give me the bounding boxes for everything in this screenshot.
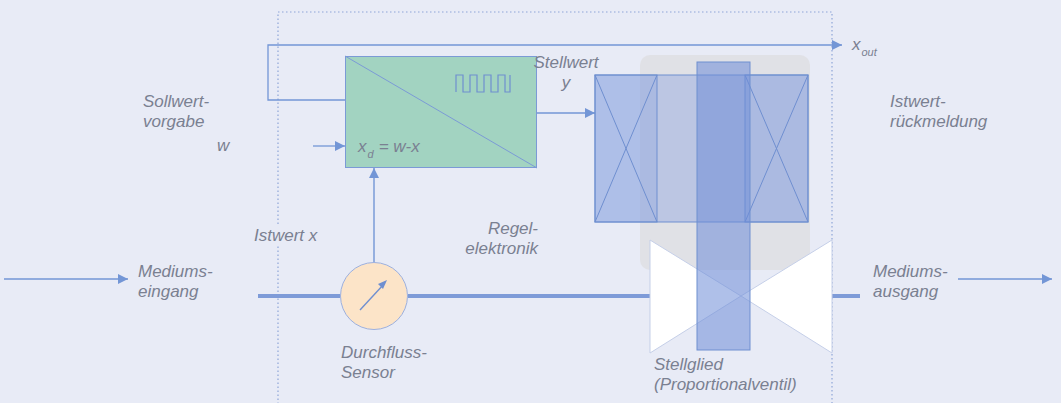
node-label: Stellglied (Proportionalventil) bbox=[652, 355, 826, 395]
controller-box: xd= w-xRegel- elektronik bbox=[345, 56, 537, 168]
signal-label: x bbox=[852, 35, 861, 55]
signal-label: Sollwert- vorgabe bbox=[143, 92, 223, 132]
needle-head bbox=[378, 280, 387, 289]
pipe bbox=[595, 294, 650, 298]
signal-label: out bbox=[862, 42, 877, 62]
node-label: x bbox=[358, 137, 367, 157]
signal-connector bbox=[537, 112, 595, 113]
coil-cross bbox=[595, 75, 657, 222]
flow-sensor-circle: Durchfluss- Sensor bbox=[340, 262, 408, 330]
device-boundary bbox=[278, 12, 832, 403]
coil-cross bbox=[745, 75, 808, 222]
text-group: xout bbox=[852, 35, 877, 56]
pipe bbox=[832, 294, 860, 298]
pipe bbox=[258, 294, 340, 298]
signal-label: w bbox=[217, 136, 229, 156]
pipe-connector bbox=[408, 294, 595, 298]
node-label: d bbox=[368, 144, 374, 164]
coil-right bbox=[745, 75, 808, 222]
setpoint-arrow bbox=[313, 145, 345, 146]
valve-stem bbox=[697, 62, 750, 350]
controller-art bbox=[345, 56, 537, 168]
outflow-arrow bbox=[958, 278, 1052, 279]
signal-label: Istwert- rückmeldung bbox=[890, 92, 1002, 132]
proportional-valve: Stellglied (Proportionalventil) bbox=[595, 60, 835, 400]
diagonal-line bbox=[345, 56, 537, 168]
edge-label: Stellwert y bbox=[530, 53, 602, 93]
text-group: xd= w-x bbox=[358, 137, 420, 158]
signal-connector bbox=[373, 168, 374, 262]
pwm-symbol bbox=[456, 75, 510, 92]
gauge-needle bbox=[340, 262, 408, 330]
coil-left bbox=[595, 75, 657, 222]
node-label: Regel- elektronik bbox=[438, 219, 538, 259]
signal-label: Mediums- eingang bbox=[138, 262, 228, 302]
signal-label: Mediums- ausgang bbox=[873, 262, 963, 302]
inflow-arrow bbox=[4, 278, 128, 279]
node-label: Durchfluss- Sensor bbox=[341, 343, 441, 383]
valve-art bbox=[595, 60, 835, 400]
node-label: = w-x bbox=[379, 137, 420, 157]
edge-label: Istwert x bbox=[252, 226, 319, 246]
needle-line bbox=[360, 284, 384, 310]
